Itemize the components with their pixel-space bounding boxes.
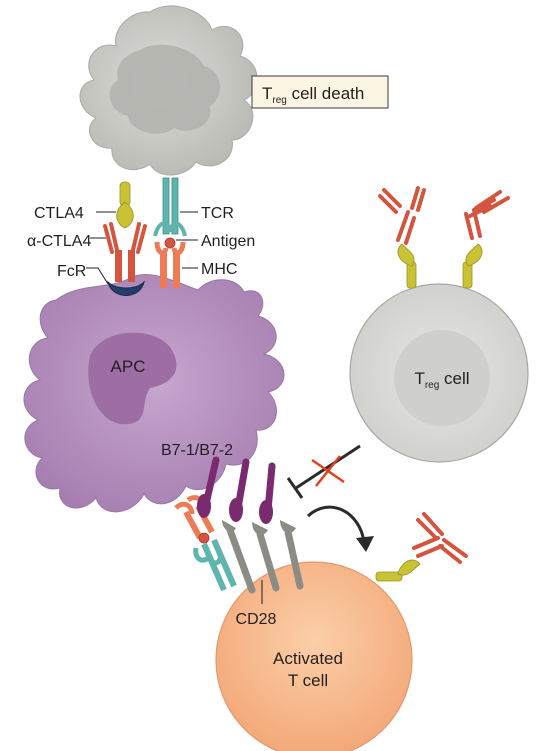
fcr-receptor (107, 280, 145, 296)
treg-label: Treg cell (414, 369, 469, 391)
antigen-label: Antigen (201, 233, 255, 250)
mhc-label: MHC (201, 261, 237, 278)
b7-molecule-1 (197, 456, 220, 518)
dying-treg-cell (79, 5, 258, 176)
top-labels: CTLA4 α-CTLA4 FcR TCR Antigen MHC (27, 205, 255, 285)
svg-text:Treg cell death: Treg cell death (262, 84, 364, 106)
ctla4-receptor-top (116, 181, 134, 229)
cd28-molecule-3 (280, 520, 304, 590)
treg-ctla4-left (397, 243, 417, 289)
ctla4-label: CTLA4 (34, 205, 84, 222)
b7-label: B7-1/B7-2 (161, 442, 233, 459)
cd28-molecules (222, 520, 304, 594)
apc-label: APC (111, 357, 146, 376)
treg-cell: Treg cell (349, 283, 529, 463)
mhc-molecule (154, 241, 186, 288)
tcr-label: TCR (201, 205, 234, 222)
b7-molecule-3 (259, 462, 276, 524)
blocked-inhibition-arrow (286, 444, 361, 499)
tcr-receptor (153, 177, 187, 237)
b7-molecules (197, 456, 276, 524)
cd28-label: CD28 (236, 611, 277, 628)
apc-cell: APC (23, 274, 285, 513)
cd28-label-group: CD28 (236, 580, 277, 628)
treg-antibody-right (464, 190, 510, 240)
apc-nucleus (88, 332, 177, 425)
cd28-molecule-2 (252, 522, 280, 592)
activated-ctla4 (375, 559, 421, 582)
treg-ctla4-right (462, 243, 483, 289)
activation-arrow (306, 505, 374, 552)
alpha-ctla4-label: α-CTLA4 (27, 233, 91, 250)
activated-t-cell: Activated T cell (215, 561, 413, 751)
treg-nucleus (394, 330, 490, 426)
b7-molecule-2 (229, 458, 250, 522)
antigen-peptide (164, 237, 176, 249)
alpha-ctla4-antibody (103, 222, 147, 282)
activated-label-line2: T cell (288, 671, 328, 690)
treg-antibody-left (378, 186, 426, 245)
fcr-label: FcR (57, 263, 86, 280)
activated-label-line1: Activated (273, 649, 343, 668)
cd28-molecule-1 (222, 520, 256, 594)
treg-cell-death-label: Treg cell death (251, 75, 389, 109)
activated-antibody (412, 512, 468, 564)
